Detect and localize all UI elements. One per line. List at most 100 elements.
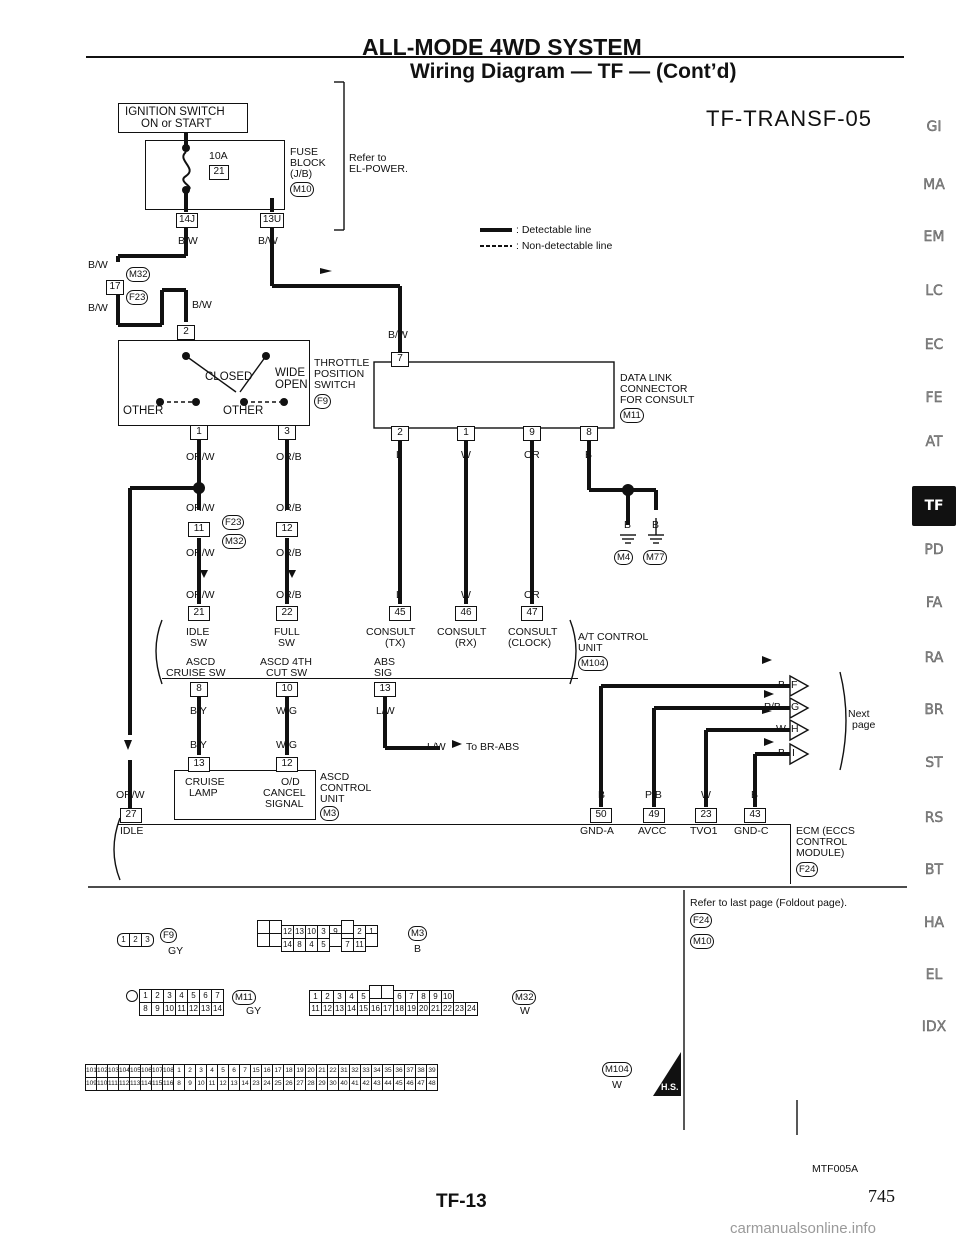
ascd-lamp: LAMP bbox=[189, 787, 218, 799]
wire-b-5: B bbox=[751, 789, 759, 801]
refer-to: Refer to bbox=[349, 152, 387, 164]
side-tab-tf[interactable]: TF bbox=[912, 486, 956, 526]
ascd-cancel: CANCEL bbox=[263, 787, 306, 799]
m104-cell: 114 bbox=[140, 1077, 152, 1091]
ecm-idle: IDLE bbox=[120, 825, 144, 837]
throttle-pin-3: 3 bbox=[278, 425, 296, 440]
throttle-closed: CLOSED bbox=[205, 371, 253, 383]
wire-orw-2: OR/W bbox=[186, 502, 215, 514]
side-tab-fa[interactable]: FA bbox=[925, 595, 943, 611]
dlc-name-2: CONNECTOR bbox=[620, 383, 688, 395]
atcu-idle: IDLE bbox=[186, 626, 210, 638]
conn-face-m104-color: W bbox=[612, 1079, 622, 1091]
wire-bw-3: B/W bbox=[88, 259, 108, 271]
side-tab-bt[interactable]: BT bbox=[924, 862, 944, 878]
conn-f23-a: F23 bbox=[126, 290, 149, 305]
dlc-name-1: DATA LINK bbox=[620, 372, 673, 384]
conn-face-m32-color: W bbox=[520, 1005, 530, 1017]
atcu-pin-13: 13 bbox=[374, 682, 396, 697]
m32-cell: 20 bbox=[417, 1002, 430, 1016]
wire-or-1: OR bbox=[524, 449, 540, 461]
throttle-position-switch: 2 CLOSED WIDE OPEN OTHER OTHER bbox=[118, 325, 310, 426]
ecm-name-2: CONTROL bbox=[796, 836, 848, 848]
side-tab-st[interactable]: ST bbox=[925, 755, 943, 771]
conn-face-m3-id: M3 bbox=[408, 926, 428, 941]
ascd-name-1: ASCD bbox=[320, 771, 350, 783]
conn-f23-b: F23 bbox=[222, 515, 245, 530]
side-tab-gi[interactable]: GI bbox=[926, 119, 942, 135]
side-tab-ha[interactable]: HA bbox=[923, 915, 945, 931]
throttle-other-2: OTHER bbox=[223, 405, 264, 417]
refer-conn-m10: M10 bbox=[690, 934, 715, 949]
m32-cell: 24 bbox=[465, 1002, 478, 1016]
ecm-name-1: ECM (ECCS bbox=[796, 825, 855, 837]
atcu-pin-8: 8 bbox=[190, 682, 208, 697]
ecm-name-3: MODULE) bbox=[796, 847, 845, 859]
dlc-name-3: FOR CONSULT bbox=[620, 394, 695, 406]
atcu-full: FULL bbox=[274, 626, 300, 638]
ecm-conn-f24: F24 bbox=[796, 862, 819, 877]
ecm-pin-27: 27 bbox=[120, 808, 142, 823]
atcu-pin-47: 47 bbox=[521, 606, 543, 621]
wire-bw-2: B/W bbox=[258, 235, 278, 247]
atcu-name-2: UNIT bbox=[578, 642, 603, 654]
wire-orb-3: OR/B bbox=[276, 547, 302, 559]
ecm-right-border bbox=[790, 824, 791, 884]
m104-cell: 111 bbox=[107, 1077, 119, 1091]
wire-by-2: B/Y bbox=[190, 739, 207, 751]
side-tab-fe[interactable]: FE bbox=[925, 390, 943, 406]
page-subtitle: Wiring Diagram — TF — (Cont’d) bbox=[410, 60, 737, 83]
conn-face-m32-id: M32 bbox=[512, 990, 537, 1005]
side-tab-ec[interactable]: EC bbox=[924, 337, 944, 353]
ground-m77: M77 bbox=[643, 550, 668, 565]
ecm-pin-49: 49 bbox=[643, 808, 665, 823]
side-tab-pd[interactable]: PD bbox=[924, 542, 944, 558]
ascd-pin-12: 12 bbox=[276, 757, 298, 772]
wire-b-1: B bbox=[585, 449, 593, 461]
wire-orb-4: OR/B bbox=[276, 589, 302, 601]
legend-non-detectable: : Non-detectable line bbox=[516, 240, 613, 252]
throttle-other-1: OTHER bbox=[123, 405, 164, 417]
ascd-name-3: UNIT bbox=[320, 793, 345, 805]
ignition-label-1: IGNITION SWITCH bbox=[125, 106, 225, 118]
atcu-pin-46: 46 bbox=[455, 606, 477, 621]
page-number-code: TF-13 bbox=[436, 1191, 487, 1212]
wire-lw-1: L/W bbox=[376, 705, 395, 717]
side-tab-ma[interactable]: MA bbox=[923, 177, 945, 193]
next-i: I bbox=[792, 747, 795, 759]
ignition-switch-label-box: IGNITION SWITCH ON or START bbox=[118, 103, 248, 133]
side-tab-em[interactable]: EM bbox=[923, 229, 945, 245]
throttle-name-2: POSITION bbox=[314, 368, 365, 380]
header-rule bbox=[86, 56, 904, 58]
m3-cell: 4 bbox=[305, 938, 318, 952]
next-page-2: page bbox=[852, 719, 876, 731]
wire-l-1: L bbox=[396, 449, 402, 461]
diagram-id: TF-TRANSF-05 bbox=[706, 106, 872, 131]
atcu-cutsw: CUT SW bbox=[266, 667, 308, 679]
ground-m4: M4 bbox=[614, 550, 634, 565]
wire-l-2: L bbox=[396, 589, 402, 601]
side-tab-el[interactable]: EL bbox=[925, 967, 943, 983]
side-tab-lc[interactable]: LC bbox=[925, 283, 943, 299]
refer-last-page: Refer to last page (Foldout page). bbox=[690, 897, 848, 909]
pin-11: 11 bbox=[188, 522, 210, 537]
legend-detectable: : Detectable line bbox=[516, 224, 592, 236]
side-tab-at[interactable]: AT bbox=[925, 434, 943, 450]
next-label-b-1: B bbox=[778, 679, 786, 691]
side-tab-rs[interactable]: RS bbox=[924, 810, 944, 826]
fuse-amp: 10A bbox=[209, 150, 228, 162]
fuse-connector-m10: M10 bbox=[290, 182, 315, 197]
m104-cell: 48 bbox=[426, 1077, 438, 1091]
wire-w-3: W bbox=[701, 789, 711, 801]
side-tab-idx[interactable]: IDX bbox=[921, 1019, 947, 1035]
throttle-name-3: SWITCH bbox=[314, 379, 356, 391]
ecm-pin-50: 50 bbox=[590, 808, 612, 823]
atcu-abs: ABS bbox=[374, 656, 396, 668]
side-tab-ra[interactable]: RA bbox=[924, 650, 944, 666]
pin-13u: 13U bbox=[260, 213, 284, 228]
side-tab-br[interactable]: BR bbox=[924, 702, 944, 718]
atcu-name-1: A/T CONTROL bbox=[578, 631, 649, 643]
